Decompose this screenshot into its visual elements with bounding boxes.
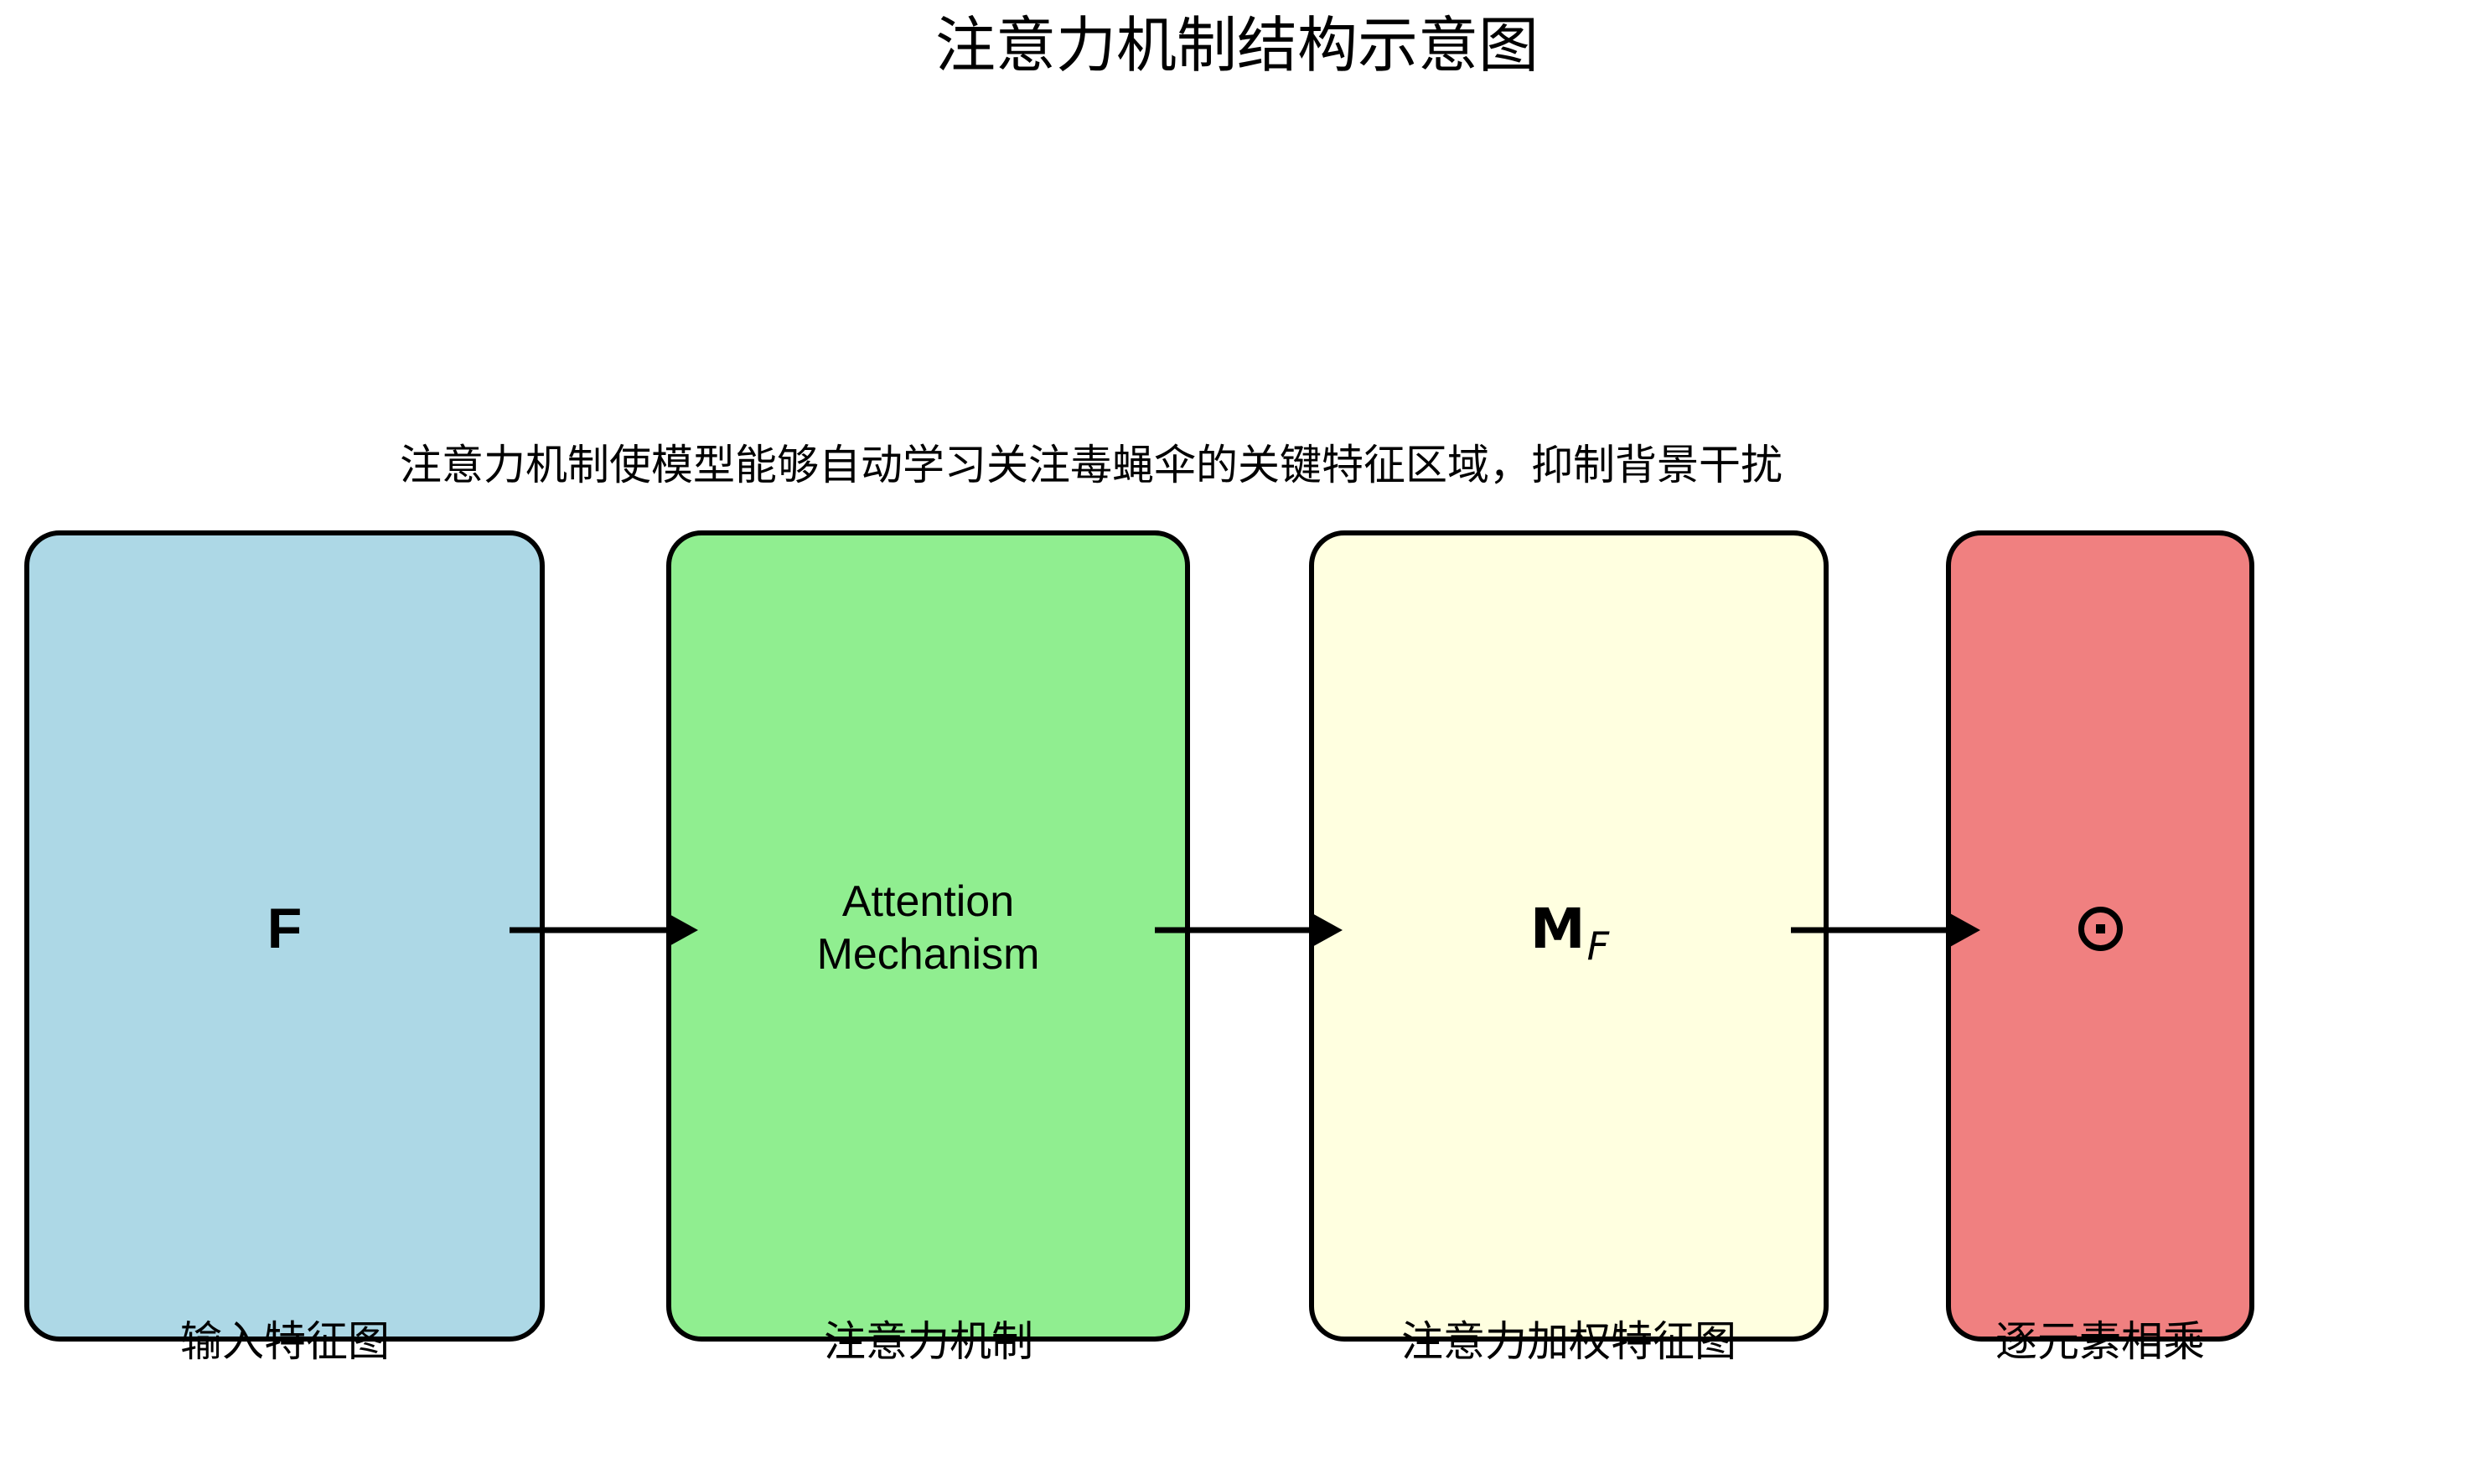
odot-icon	[2078, 906, 2123, 951]
caption-attention-mechanism: 注意力机制	[824, 1318, 1033, 1365]
diagram-title: 注意力机制结构示意图	[934, 13, 1539, 80]
attention-mechanism-label-line1: Attention	[841, 876, 1015, 926]
caption-input-feature-map: 输入特征图	[180, 1318, 390, 1365]
node-attention-weighted-feature-map: MF	[1309, 530, 1829, 1342]
weighted-feature-map-label-subscript: F	[1586, 923, 1610, 969]
input-feature-map-label: F	[266, 897, 303, 960]
arrow-attention-to-weighted	[1155, 913, 1343, 948]
elementwise-multiply-symbol	[2078, 906, 2123, 951]
attention-mechanism-label-line2: Mechanism	[816, 930, 1040, 979]
caption-elementwise-multiply: 逐元素相乘	[1995, 1318, 2205, 1365]
node-attention-mechanism: Attention Mechanism	[666, 530, 1190, 1342]
node-input-feature-map: F	[24, 530, 545, 1342]
attention-mechanism-label: Attention Mechanism	[817, 876, 1040, 982]
weighted-feature-map-label-main: M	[1529, 896, 1586, 961]
arrow-weighted-to-multiply	[1791, 913, 1980, 948]
node-elementwise-multiply	[1946, 530, 2254, 1342]
weighted-feature-map-label: MF	[1529, 896, 1609, 969]
arrow-input-to-attention	[510, 913, 698, 948]
caption-attention-weighted-feature-map: 注意力加权特征图	[1401, 1318, 1736, 1365]
diagram-subtitle: 注意力机制使模型能够自动学习关注毒蝇伞的关键特征区域，抑制背景干扰	[400, 442, 1783, 489]
